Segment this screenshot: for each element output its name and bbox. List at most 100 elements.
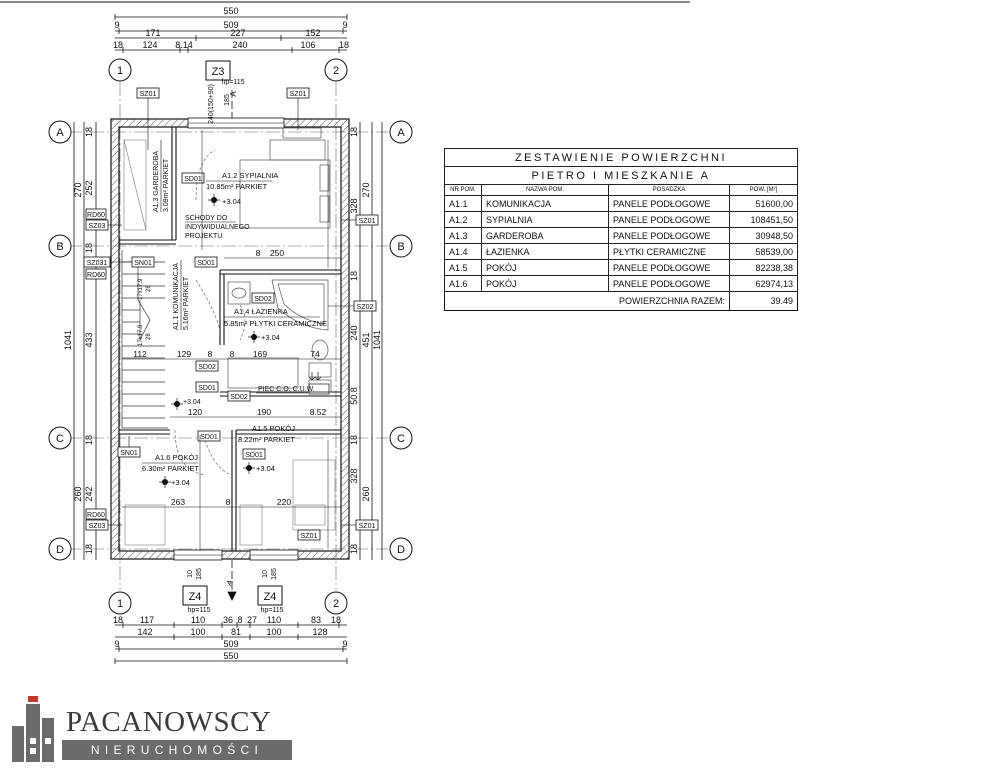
dim-top-wall: 240 xyxy=(232,40,247,50)
tag-label: SZ01 xyxy=(290,91,307,98)
inner-dim: 120 xyxy=(188,407,202,417)
col-header: POSADZKA xyxy=(608,184,730,196)
svg-text:A1.3 GARDEROBA: A1.3 GARDEROBA xyxy=(153,151,160,212)
dim-top-wall: 106 xyxy=(300,40,315,50)
axis-bubbles xyxy=(48,58,413,615)
table-subtitle: PIETRO I MIESZKANIE A xyxy=(444,166,798,185)
axis-label-a-left: A xyxy=(56,127,64,139)
svg-text:6.30m² PARKIET: 6.30m² PARKIET xyxy=(142,464,199,473)
dim-left-small: 18 xyxy=(84,243,94,253)
dim-top-wall: 18 xyxy=(339,40,349,50)
tag-label: SD01 xyxy=(245,452,263,459)
stairs-note: SCHODY DO INDYWIDUALNEGO PROJEKTU xyxy=(185,215,250,240)
logo-window xyxy=(45,738,51,744)
boiler-label: PIEC C.O. C.U.W. xyxy=(258,386,315,393)
inner-dim: 8 xyxy=(256,248,261,258)
inner-dim: 169 xyxy=(253,349,267,359)
area-summary-table: ZESTAWIENIE POWIERZCHNI PIETRO I MIESZKA… xyxy=(444,148,798,311)
room-floor: PARKIET xyxy=(167,464,199,473)
dim-bottom: 509 xyxy=(223,639,238,649)
dim-bottom: 18 xyxy=(331,615,341,625)
room-label-komunikacja: A1.1 KOMUNIKACJA 5.16m² PARKIET +3.04 xyxy=(171,260,201,410)
cell-floor: PANELE PODŁOGOWE xyxy=(608,275,730,292)
dim-bottom: 9 xyxy=(114,639,119,649)
room-name: ŁAZIENKA xyxy=(252,307,288,316)
dim-top-wall: 8.14 xyxy=(175,40,193,50)
boiler-note: PIEC C.O. C.U.W. xyxy=(256,372,330,395)
room-label-lazienka: A1.4 ŁAZIENKA 5.85m² PŁYTKI CERAMICZNE +… xyxy=(224,307,327,343)
staircase xyxy=(121,250,168,429)
dim-right-small: 18 xyxy=(349,435,359,445)
cell-area: 30948,50 xyxy=(729,227,798,244)
table-row: A1.5 POKÓJ PANELE PODŁOGOWE 82238,38 xyxy=(444,259,798,276)
axis-label-1-bottom: 1 xyxy=(117,598,123,610)
dim-left-seg: 242 xyxy=(84,486,94,501)
inner-dimensions: 112 129 169 74 120 190 8.52 263 220 250 … xyxy=(133,248,326,507)
window-side: 185 xyxy=(224,94,231,106)
room-floor: PARKIET xyxy=(183,276,190,306)
logo-window xyxy=(30,738,36,744)
room-code: A1.3 xyxy=(153,197,160,212)
cell-floor: PANELE PODŁOGOWE xyxy=(608,259,730,276)
inner-dim-lines xyxy=(122,130,341,551)
tag-label: SD02 xyxy=(198,364,216,371)
logo-bar xyxy=(26,704,40,762)
cell-nr: A1.6 xyxy=(444,275,482,292)
cell-area: 108451,50 xyxy=(729,211,798,228)
inner-dim: 129 xyxy=(177,349,191,359)
dim-left-seg: 252 xyxy=(84,180,94,195)
room-level: +3.04 xyxy=(183,399,201,406)
dim-right-small: 18 xyxy=(349,127,359,137)
dim-right-small: 18 xyxy=(349,544,359,554)
dim-right-seg: 270 xyxy=(361,182,371,197)
tag-label: SN01 xyxy=(134,260,152,267)
room-name: POKÓJ xyxy=(270,424,296,433)
tag-label: SZ031 xyxy=(87,260,108,267)
dim-left-total: 1041 xyxy=(63,330,73,350)
tag-label: SZ01 xyxy=(359,523,376,530)
room-area: 8.22m² xyxy=(238,435,262,444)
dim-left-seg: 270 xyxy=(73,182,83,197)
table-row: A1.1 KOMUNIKACJA PANELE PODŁOGOWE 51600,… xyxy=(444,195,798,212)
room-floor: PARKIET xyxy=(263,435,295,444)
tag-label: SZ02 xyxy=(357,304,374,311)
logo-window xyxy=(30,748,36,754)
tag-label: SZ03 xyxy=(89,523,106,530)
dim-right-seg: 240 xyxy=(349,325,359,340)
room-area: 6.30m² xyxy=(142,464,166,473)
window-side: 185 xyxy=(271,568,278,580)
window-hp: hp=115 xyxy=(187,607,210,614)
table-row: A1.6 POKÓJ PANELE PODŁOGOWE 62974,13 xyxy=(444,275,798,292)
cell-name: POKÓJ xyxy=(481,259,609,276)
window-hp: hp=115 xyxy=(221,79,244,86)
dim-top-right-offset: 9 xyxy=(342,20,347,30)
tag-label: SZ01 xyxy=(140,91,157,98)
building-walls xyxy=(110,117,350,561)
table-row: A1.3 GARDEROBA PANELE PODŁOGOWE 30948,50 xyxy=(444,227,798,244)
cell-nr: A1.5 xyxy=(444,259,482,276)
axis-label-b-right: B xyxy=(397,241,404,253)
inner-dim: 74 xyxy=(310,349,320,359)
logo-company-subtitle: NIERUCHOMOŚCI xyxy=(62,740,292,760)
window-tag-z3: Z3 hp=115 240(150+90) 185 xyxy=(205,60,245,124)
room-floor: PARKIET xyxy=(236,182,268,191)
room-area: 5.85m² xyxy=(224,319,248,328)
room-level: +3.04 xyxy=(256,464,275,473)
dim-bottom: 36 xyxy=(223,615,233,625)
svg-text:A1.6 POKÓJ: A1.6 POKÓJ xyxy=(155,453,198,462)
dim-top-wall: 18 xyxy=(113,40,123,50)
tag-label: SN01 xyxy=(120,450,138,457)
dim-left-seg: 260 xyxy=(73,486,83,501)
dim-left-small: 18 xyxy=(84,544,94,554)
window-tag-label: Z4 xyxy=(189,591,202,603)
inner-dim: 250 xyxy=(270,248,284,258)
inner-dim: 8.52 xyxy=(310,407,327,417)
dim-bottom: 100 xyxy=(190,627,205,637)
tag-label: RD60 xyxy=(87,272,105,279)
room-code: A1.1 xyxy=(173,315,180,330)
inner-dim: 8 xyxy=(230,349,235,359)
room-area: 3.09m² xyxy=(163,190,170,212)
window-tag-z4-right: Z4 hp=115 10 185 xyxy=(257,568,284,614)
inner-dim: 220 xyxy=(277,497,291,507)
table-row: A1.4 ŁAZIENKA PŁYTKI CERAMICZNE 58539,00 xyxy=(444,243,798,260)
